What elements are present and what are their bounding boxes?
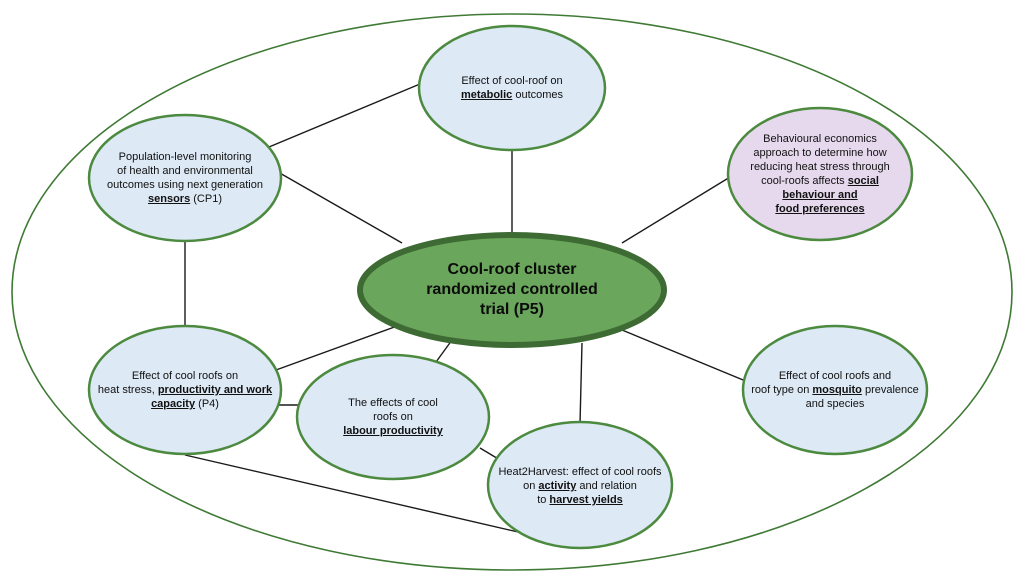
label-sensors: Population-level monitoring of health an… xyxy=(98,140,272,216)
connector-center-mosquito xyxy=(621,329,749,383)
mosquito-line3: and species xyxy=(805,398,865,410)
metabolic-post: outcomes xyxy=(512,89,564,101)
node-mosquito xyxy=(741,324,929,456)
label-metabolic: Effect of cool-roof on metabolic outcome… xyxy=(432,58,592,118)
node-sensors xyxy=(87,113,283,243)
heat-post: (P4) xyxy=(195,398,219,410)
harvest-line3-pre: to xyxy=(537,494,550,506)
mosquito-line2-pre: roof type on xyxy=(751,384,813,396)
connector-metabolic-sensors xyxy=(256,83,421,153)
behaviour-bold1: social xyxy=(847,175,879,187)
outer-ellipse xyxy=(11,13,1013,571)
label-labour: The effects of cool roofs on labour prod… xyxy=(318,390,468,444)
center-line2: randomized controlled xyxy=(426,281,598,298)
metabolic-bold: metabolic xyxy=(460,89,513,101)
heat-bold2: capacity xyxy=(151,398,196,410)
heat-line2-pre: heat stress, xyxy=(97,384,158,396)
behaviour-line4-pre: cool-roofs affects xyxy=(761,175,848,187)
harvest-line1: Heat2Harvest: effect of cool roofs xyxy=(498,466,662,478)
heat-line1: Effect of cool roofs on xyxy=(131,370,239,382)
mosquito-bold: mosquito xyxy=(812,384,862,396)
sensors-line2: of health and environmental xyxy=(117,165,253,177)
connector-center-sensors xyxy=(277,171,403,244)
mosquito-line1: Effect of cool roofs and xyxy=(778,370,892,382)
labour-line2: roofs on xyxy=(373,411,413,423)
node-harvest xyxy=(486,420,674,550)
node-labour xyxy=(295,353,491,481)
sensors-line1: Population-level monitoring xyxy=(118,151,252,163)
label-heat-stress: Effect of cool roofs on heat stress, pro… xyxy=(96,360,274,420)
connector-center-behaviour xyxy=(621,173,736,244)
node-heat-stress xyxy=(87,324,283,456)
behaviour-line3: reducing heat stress through xyxy=(750,161,890,173)
node-behaviour xyxy=(726,106,914,242)
label-harvest: Heat2Harvest: effect of cool roofs on ac… xyxy=(494,458,666,514)
sensors-line3: outcomes using next generation xyxy=(107,179,263,191)
center-label: Cool-roof cluster randomized controlled … xyxy=(380,250,644,330)
harvest-bold2: harvest yields xyxy=(549,494,623,506)
labour-bold: labour productivity xyxy=(343,425,443,437)
label-mosquito: Effect of cool roofs and roof type on mo… xyxy=(750,364,920,416)
harvest-line2-post: and relation xyxy=(576,480,637,492)
center-line3: trial (P5) xyxy=(479,301,544,318)
behaviour-bold2: behaviour and xyxy=(782,189,858,201)
connector-heatstress-harvest xyxy=(184,454,519,533)
connector-center-harvest xyxy=(579,342,583,425)
connector-center-heatstress xyxy=(275,324,401,371)
center-line1: Cool-roof cluster xyxy=(447,261,577,278)
harvest-line2-pre: on xyxy=(523,480,539,492)
connector-center-labour xyxy=(435,339,453,363)
behaviour-line2: approach to determine how xyxy=(753,147,887,159)
labour-line1: The effects of cool xyxy=(348,397,438,409)
behaviour-line1: Behavioural economics xyxy=(763,133,877,145)
label-behaviour: Behavioural economics approach to determ… xyxy=(738,128,902,220)
nodes xyxy=(87,24,929,550)
node-metabolic xyxy=(417,24,607,152)
heat-bold1: productivity and work xyxy=(157,384,273,396)
sensors-post: (CP1) xyxy=(190,193,222,205)
harvest-bold1: activity xyxy=(538,480,577,492)
behaviour-bold3: food preferences xyxy=(775,203,865,215)
metabolic-pre: Effect of cool-roof on xyxy=(461,75,563,87)
sensors-bold: sensors xyxy=(148,193,191,205)
node-center xyxy=(357,232,667,348)
mosquito-line2-post: prevalence xyxy=(861,384,919,396)
